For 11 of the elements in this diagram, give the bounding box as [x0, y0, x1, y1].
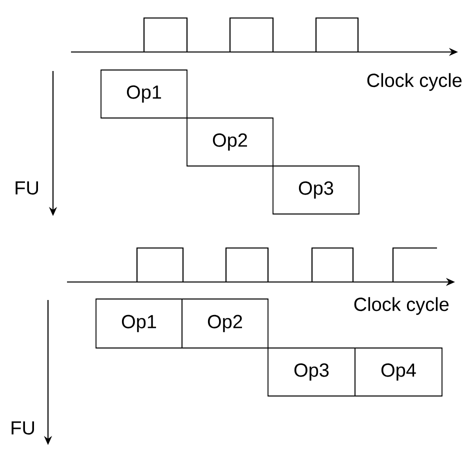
operation-box: Op3	[272, 166, 360, 214]
axis-label: Clock cycle	[367, 73, 462, 91]
operation-box: Op1	[100, 70, 188, 118]
axis-label: FU	[16, 181, 38, 195]
operation-box: Op3	[268, 348, 356, 396]
operation-box: Op2	[182, 298, 268, 348]
operation-box: Op4	[354, 348, 442, 396]
operation-box: Op2	[186, 118, 274, 166]
operation-box: Op1	[96, 298, 182, 348]
axis-label: FU	[12, 421, 34, 435]
axis-label: Clock cycle	[354, 297, 449, 315]
